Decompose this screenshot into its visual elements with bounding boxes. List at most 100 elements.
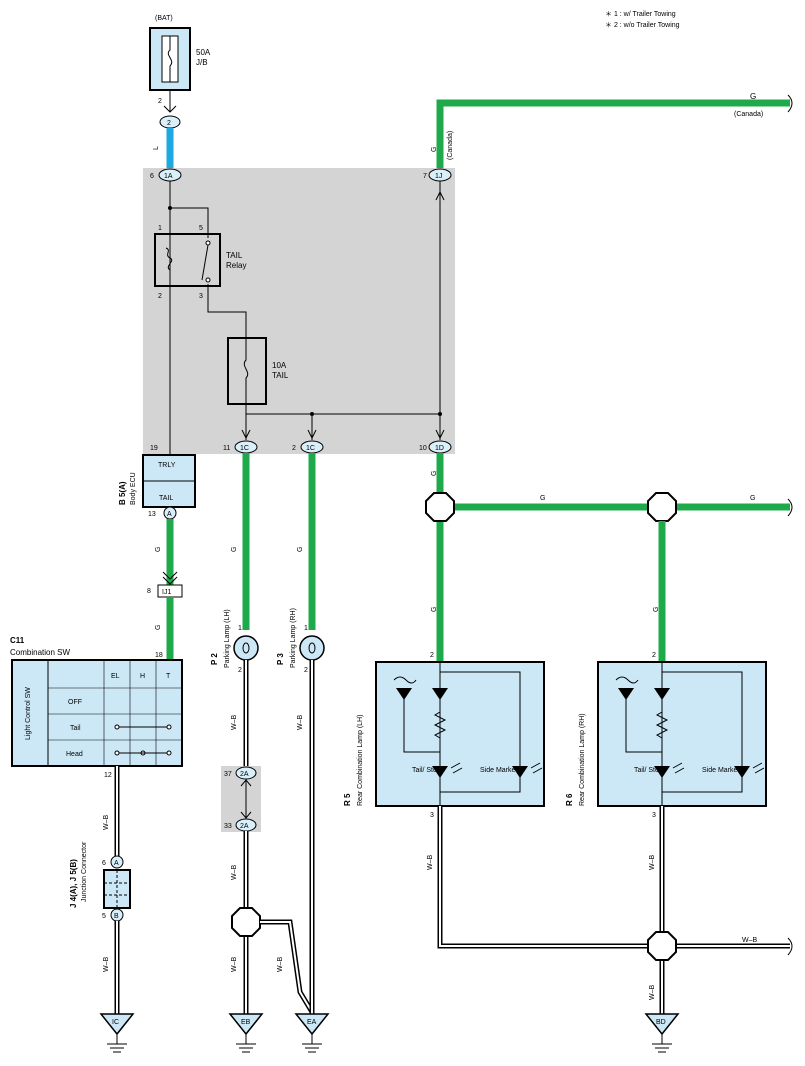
svg-text:B 5(A): B 5(A): [118, 481, 127, 505]
svg-text:1: 1: [158, 225, 162, 232]
svg-text:TRLY: TRLY: [158, 462, 176, 469]
svg-text:W–B: W–B: [103, 957, 110, 973]
svg-text:1A: 1A: [164, 173, 173, 180]
svg-text:EB: EB: [241, 1019, 251, 1026]
svg-text:5: 5: [102, 913, 106, 920]
rear-lamp-rh: [597, 661, 767, 807]
svg-text:Parking Lamp (LH): Parking Lamp (LH): [224, 609, 231, 668]
svg-text:G: G: [653, 607, 660, 612]
svg-text:T: T: [166, 673, 171, 680]
svg-text:EA: EA: [307, 1019, 317, 1026]
svg-text:Combination SW: Combination SW: [10, 648, 70, 657]
ground-bd: BD: [644, 1013, 680, 1053]
svg-text:2: 2: [430, 652, 434, 659]
svg-text:3: 3: [199, 293, 203, 300]
svg-text:G: G: [297, 547, 304, 552]
svg-text:W–B: W–B: [742, 937, 758, 944]
svg-text:P 2: P 2: [210, 653, 219, 665]
svg-text:TAIL: TAIL: [226, 251, 243, 260]
rear-lamp-lh: [375, 661, 545, 807]
svg-text:2A: 2A: [240, 823, 249, 830]
svg-text:13: 13: [148, 511, 156, 518]
svg-text:TAIL: TAIL: [159, 495, 173, 502]
note-1: ＊ 1 : w/ Trailer Towing: [605, 11, 676, 18]
svg-text:BD: BD: [656, 1019, 666, 1026]
svg-text:W–B: W–B: [231, 715, 238, 731]
svg-text:Side Marker: Side Marker: [702, 767, 740, 774]
relay-coil-icon: [165, 247, 173, 271]
svg-text:1J: 1J: [435, 173, 442, 180]
svg-text:H: H: [140, 673, 145, 680]
svg-text:W–B: W–B: [649, 985, 656, 1001]
splice-g-2: [647, 492, 677, 522]
bat-label: (BAT): [155, 15, 173, 22]
ground-eb: EB: [228, 1013, 264, 1053]
wire-g-canada: [436, 99, 790, 168]
svg-text:2: 2: [167, 120, 171, 127]
svg-text:18: 18: [155, 652, 163, 659]
svg-text:C11: C11: [10, 636, 25, 645]
svg-text:11: 11: [223, 445, 230, 452]
svg-text:G: G: [231, 547, 238, 552]
svg-text:2: 2: [158, 293, 162, 300]
svg-text:B: B: [114, 913, 119, 920]
parking-lamp-rh: [299, 635, 325, 661]
svg-text:(Canada): (Canada): [734, 111, 763, 118]
svg-text:Relay: Relay: [226, 261, 246, 270]
svg-text:(Canada): (Canada): [447, 131, 454, 160]
svg-text:Side Marker: Side Marker: [480, 767, 518, 774]
svg-text:5: 5: [199, 225, 203, 232]
fuse-10a-box: [227, 337, 267, 405]
svg-text:3: 3: [430, 812, 434, 819]
svg-text:Body ECU: Body ECU: [130, 472, 137, 505]
svg-text:Rear Combination Lamp (LH): Rear Combination Lamp (LH): [357, 715, 364, 806]
svg-text:A: A: [167, 511, 172, 518]
combination-switch: [11, 659, 183, 767]
svg-text:IC: IC: [112, 1019, 119, 1026]
svg-text:Head: Head: [66, 751, 83, 758]
svg-text:10A: 10A: [272, 361, 287, 370]
svg-text:19: 19: [150, 445, 158, 452]
svg-text:EL: EL: [111, 673, 120, 680]
svg-text:L: L: [153, 146, 160, 150]
svg-text:Tail: Tail: [70, 725, 81, 732]
svg-text:W–B: W–B: [231, 865, 238, 881]
splice-g-1: [425, 492, 455, 522]
svg-text:2A: 2A: [240, 771, 249, 778]
fuse-50a-loc: J/B: [196, 58, 208, 67]
svg-text:P 3: P 3: [276, 653, 285, 665]
svg-text:1: 1: [238, 625, 242, 632]
svg-text:W–B: W–B: [231, 957, 238, 973]
conn-junction-a: [110, 855, 124, 869]
rear-lh-internals: [393, 662, 543, 806]
svg-text:G: G: [155, 547, 162, 552]
ground-ic: IC: [99, 1013, 135, 1053]
svg-text:G: G: [750, 495, 755, 502]
svg-text:7: 7: [423, 173, 427, 180]
svg-text:G: G: [540, 495, 545, 502]
note-2: ＊ 2 : w/o Trailer Towing: [605, 22, 680, 29]
splice-lh: [231, 907, 261, 937]
svg-text:8: 8: [147, 588, 151, 595]
svg-text:6: 6: [102, 860, 106, 867]
svg-text:33: 33: [224, 823, 232, 830]
tail-relay: [154, 233, 221, 287]
svg-text:W–B: W–B: [427, 855, 434, 871]
svg-text:W–B: W–B: [297, 715, 304, 731]
svg-text:2: 2: [652, 652, 656, 659]
svg-text:1C: 1C: [306, 445, 315, 452]
fuse-50a-label: 50A: [196, 48, 211, 57]
bulb-icon: [308, 642, 316, 654]
splice-wb: [647, 931, 677, 961]
svg-text:Light Control SW: Light Control SW: [25, 687, 32, 740]
svg-text:R 6: R 6: [565, 793, 574, 806]
svg-text:Parking Lamp (RH): Parking Lamp (RH): [290, 608, 297, 668]
svg-text:2: 2: [304, 667, 308, 674]
svg-text:IJ1: IJ1: [162, 589, 171, 596]
junction-block: [143, 168, 455, 454]
svg-text:W–B: W–B: [649, 855, 656, 871]
bat-pin: 2: [158, 98, 162, 105]
fuse-10a-icon: [243, 338, 249, 404]
svg-text:G: G: [431, 147, 438, 152]
